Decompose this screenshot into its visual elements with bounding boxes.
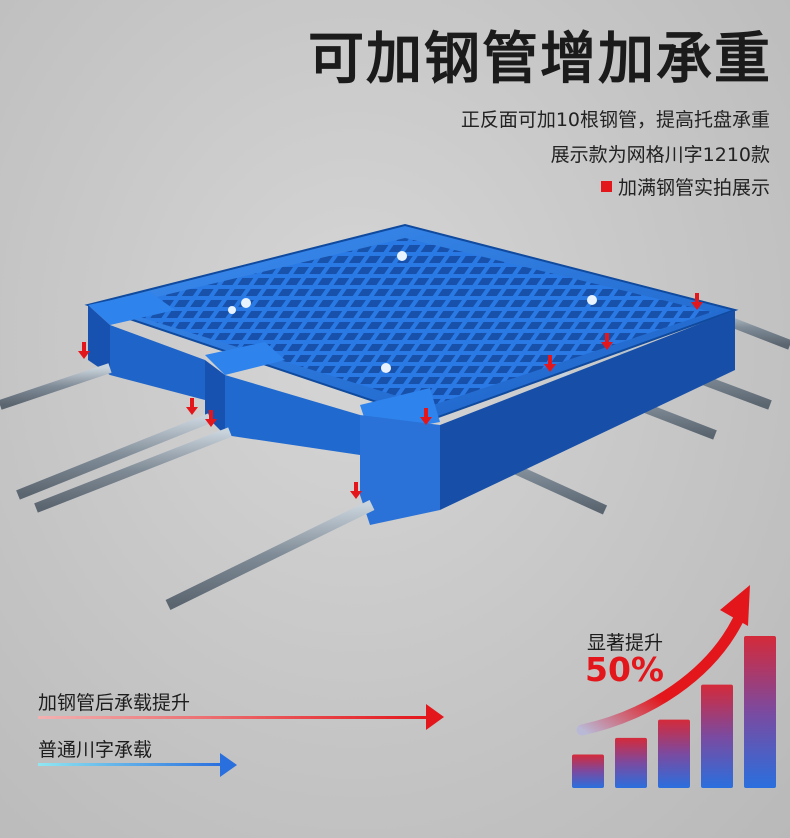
growth-bar <box>658 719 690 788</box>
pallet-top <box>84 223 739 435</box>
boost-label: 显著提升 <box>587 632 664 654</box>
description-line-3-text: 加满钢管实拍展示 <box>617 177 770 199</box>
arrow-down-icon <box>544 355 556 372</box>
arrow-down-icon <box>691 293 703 310</box>
growth-bar <box>572 754 604 788</box>
arrow-down-icon <box>186 398 198 415</box>
arrow-right-icon <box>426 704 444 730</box>
description-line-1: 正反面可加10根钢管，提高托盘承重 <box>460 109 770 131</box>
arrow-down-icon <box>420 408 432 425</box>
legend-blue-line <box>38 763 222 766</box>
growth-bars <box>572 585 776 788</box>
growth-bar <box>615 737 647 788</box>
legend-red-line <box>38 716 428 719</box>
arrow-down-icon <box>350 482 362 499</box>
arrow-down-icon <box>205 410 217 427</box>
red-square-icon <box>600 181 612 192</box>
arrow-right-icon <box>220 753 237 777</box>
steel-pipes-front <box>0 363 375 610</box>
red-arrow-markers <box>78 293 703 499</box>
growth-bar <box>701 684 733 788</box>
description-line-2: 展示款为网格川字1210款 <box>550 144 770 166</box>
growth-bar <box>744 636 776 788</box>
description-line-3: 加满钢管实拍展示 <box>600 173 770 200</box>
pallet-illustration <box>0 223 790 610</box>
pallet-sides <box>88 305 735 525</box>
arrow-down-icon <box>78 342 90 359</box>
legend-normal: 普通川字承载 <box>38 739 153 761</box>
growth-arrow <box>576 614 744 736</box>
boost-value: 50% <box>585 650 664 689</box>
headline: 可加钢管增加承重 <box>308 27 772 92</box>
growth-arrow-head <box>720 585 750 626</box>
arrow-down-icon <box>601 333 613 350</box>
legend-with-steel: 加钢管后承载提升 <box>38 692 191 714</box>
